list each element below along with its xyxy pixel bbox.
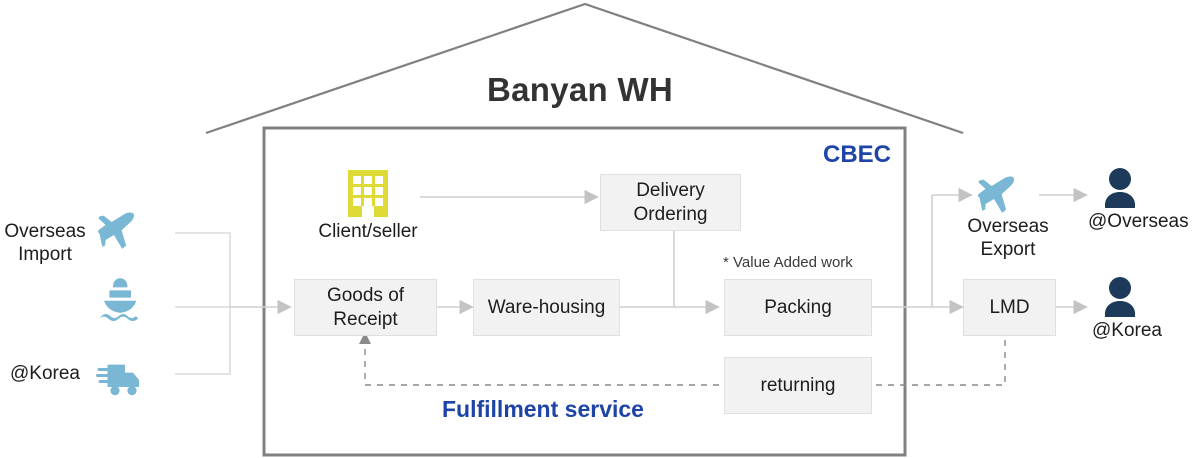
node-goods-of-receipt[interactable]: Goods of Receipt	[294, 279, 437, 336]
inbound-connector-lines	[175, 232, 231, 375]
fulfillment-service-label: Fulfillment service	[442, 396, 644, 422]
node-lmd[interactable]: LMD	[963, 279, 1056, 336]
node-warehousing[interactable]: Ware-housing	[473, 279, 620, 336]
warehousing-to-packing-arrow	[620, 231, 720, 315]
ship-icon	[99, 278, 138, 321]
node-packing[interactable]: Packing	[724, 279, 872, 336]
page-title: Banyan WH	[487, 71, 674, 108]
building-icon	[348, 170, 388, 217]
packing-to-outbound-lines	[872, 187, 973, 315]
person-icon	[1105, 168, 1135, 208]
warehouse-roof-icon	[205, 2, 964, 135]
person-icon	[1105, 277, 1135, 317]
node-delivery-ordering[interactable]: Delivery Ordering	[600, 174, 741, 231]
warehouse-body-outline	[262, 126, 907, 457]
airplane-icon	[978, 176, 1015, 213]
airplane-icon	[98, 212, 135, 249]
returning-dashed-path	[364, 340, 1006, 386]
inbound-korea-label: @Korea	[10, 363, 80, 384]
value-added-note: * Value Added work	[723, 254, 853, 271]
inbound-group-label: Overseas Import	[4, 221, 86, 265]
returning-to-receipt-arrowhead	[359, 332, 371, 344]
node-returning[interactable]: returning	[724, 357, 872, 414]
overseas-export-label: Overseas Export	[967, 216, 1049, 260]
client-seller-label: Client/seller	[318, 221, 418, 242]
customer-korea-label: @Korea	[1092, 320, 1162, 341]
truck-icon	[96, 364, 139, 396]
customer-overseas-label: @Overseas	[1088, 211, 1189, 232]
zone-label-cbec: CBEC	[823, 141, 892, 168]
